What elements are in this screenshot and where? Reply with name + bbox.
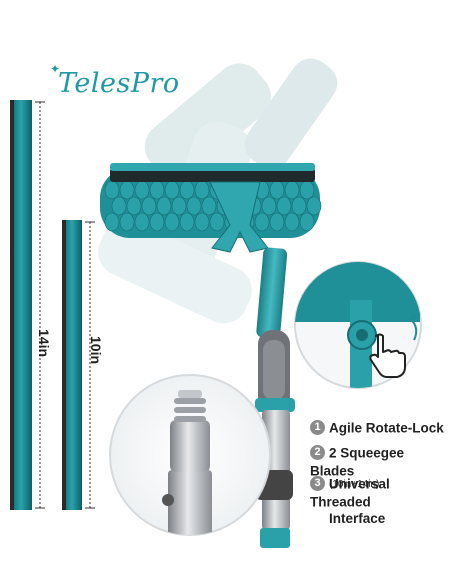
chenille-loop bbox=[306, 196, 322, 216]
feature-number-2: 2 bbox=[310, 445, 325, 461]
chenille-loop bbox=[164, 212, 180, 232]
chenille-loop bbox=[149, 180, 165, 200]
brand-logo: TelesPro bbox=[58, 68, 180, 99]
chenille-loop bbox=[104, 180, 120, 200]
long-blade-length-label: 14in bbox=[36, 328, 53, 358]
feature-number-1: 1 bbox=[310, 420, 325, 436]
chenille-loop bbox=[194, 180, 210, 200]
chenille-loop bbox=[299, 212, 315, 232]
chenille-loop bbox=[269, 180, 285, 200]
chenille-loop bbox=[269, 212, 285, 232]
chenille-loop bbox=[164, 180, 180, 200]
chenille-loop bbox=[111, 196, 127, 216]
chenille-loop bbox=[299, 180, 315, 200]
chenille-loop bbox=[284, 180, 300, 200]
chenille-loop bbox=[194, 212, 210, 232]
chenille-loop bbox=[209, 212, 225, 232]
long-squeegee-blade bbox=[10, 100, 32, 510]
chenille-loop bbox=[201, 196, 217, 216]
chenille-loop bbox=[179, 212, 195, 232]
feature-title-3: Universal Threaded bbox=[310, 476, 390, 510]
chenille-loop bbox=[261, 196, 277, 216]
feature-number-3: 3 bbox=[310, 476, 325, 492]
chenille-loop bbox=[119, 212, 135, 232]
chenille-loop bbox=[104, 212, 120, 232]
chenille-loop bbox=[179, 180, 195, 200]
short-squeegee-blade bbox=[62, 220, 82, 510]
chenille-loop bbox=[276, 196, 292, 216]
chenille-loop bbox=[291, 196, 307, 216]
sparkle-icon: ✦ bbox=[50, 62, 61, 76]
chenille-loop bbox=[186, 196, 202, 216]
chenille-loop bbox=[134, 212, 150, 232]
chenille-loop bbox=[254, 212, 270, 232]
chenille-loop bbox=[171, 196, 187, 216]
feature-title-2: 2 Squeegee Blades bbox=[310, 445, 405, 479]
short-blade-length-label: 10in bbox=[88, 335, 105, 365]
chenille-loop bbox=[126, 196, 142, 216]
feature-title-1: Agile Rotate-Lock bbox=[329, 420, 444, 436]
extension-pole bbox=[255, 247, 295, 548]
feature-title-3-line2: Interface bbox=[329, 511, 386, 526]
chenille-loop bbox=[134, 180, 150, 200]
threaded-tip-detail bbox=[109, 374, 271, 536]
chenille-loop bbox=[156, 196, 172, 216]
chenille-loop bbox=[149, 212, 165, 232]
chenille-mop-head bbox=[100, 163, 322, 253]
hand-pointer-icon bbox=[369, 333, 406, 378]
rotate-lock-detail bbox=[294, 261, 422, 389]
chenille-loop bbox=[284, 212, 300, 232]
feature-subtitle-2: (10in+14in) bbox=[329, 479, 380, 490]
chenille-loop bbox=[119, 180, 135, 200]
chenille-loop bbox=[141, 196, 157, 216]
